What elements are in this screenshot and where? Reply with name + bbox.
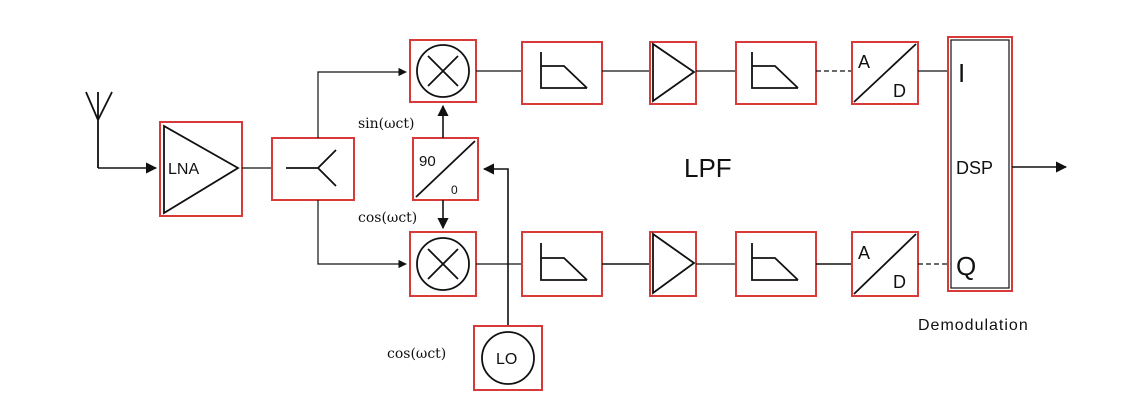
bottom-lpf-1 [521,231,603,297]
bottom-adc-a-label: A [858,243,870,263]
cos-formula-label-lo: cos(ωct) [387,346,446,362]
top-adc-d-label: D [893,81,906,101]
top-lpf-2 [735,41,817,105]
dsp-block: I DSP Q [947,36,1013,292]
bottom-adc-d-label: D [893,272,906,292]
phase-shifter-block: 90 0 [412,137,479,201]
wire-splitter-top-mixer [317,67,407,138]
phase-90-label: 90 [419,153,436,170]
wire-lo-phase [482,163,509,326]
splitter-block [271,137,355,201]
top-adc: A D [851,41,919,105]
mixer-bottom [409,231,477,297]
dsp-i-label: I [958,58,965,88]
demodulation-label: Demodulation [918,317,1029,334]
bottom-amplifier [649,231,697,297]
dsp-q-label: Q [956,251,976,281]
lpf-label: LPF [684,153,732,183]
bottom-adc: A D [851,231,919,297]
dsp-label: DSP [956,158,993,178]
bottom-lpf-2 [735,231,817,297]
mixer-top [409,39,477,103]
top-amplifier [649,41,697,105]
antenna-icon [85,91,113,168]
lo-block: LO [473,325,543,391]
cos-formula-label-top: cos(ωct) [358,210,417,226]
lna-block: LNA [159,121,243,217]
lo-label: LO [496,351,517,368]
lna-label: LNA [168,161,199,178]
top-lpf-1 [521,41,603,105]
sin-formula-label: sin(ωct) [358,116,415,132]
phase-0-label: 0 [451,183,458,197]
top-adc-a-label: A [858,52,870,72]
wire-splitter-bottom-mixer [317,200,407,269]
